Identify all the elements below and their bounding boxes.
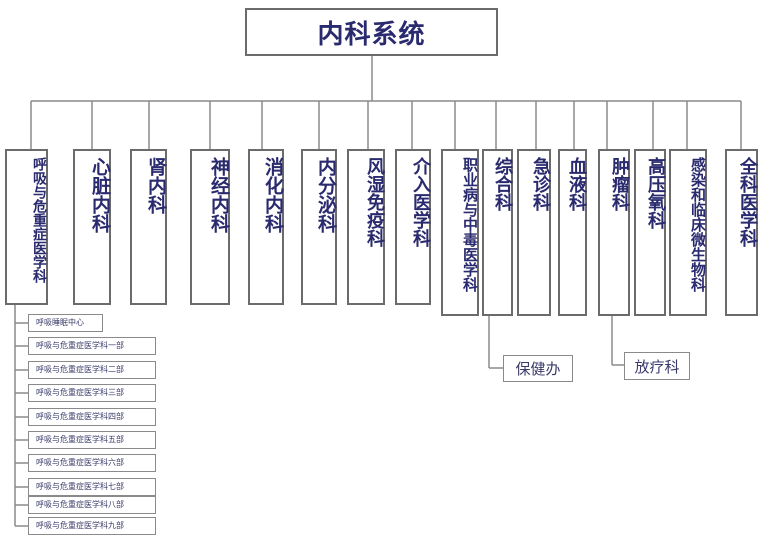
dept-box-nephro: 肾内科: [130, 149, 167, 305]
dept-box-hema: 血液科: [558, 149, 587, 316]
resp-subunit-5: 呼吸与危重症医学科四部: [28, 408, 156, 426]
onco-subunit-box: 放疗科: [624, 352, 690, 380]
dept-label-onco: 肿瘤科: [609, 157, 630, 211]
dept-label-occup: 职业病与中毒医学科: [461, 157, 479, 292]
general-subunit-box: 保健办: [503, 355, 573, 382]
resp-subunit-10: 呼吸与危重症医学科九部: [28, 517, 156, 535]
dept-label-endo: 内分泌科: [315, 157, 337, 233]
dept-box-onco: 肿瘤科: [598, 149, 630, 316]
dept-box-occup: 职业病与中毒医学科: [441, 149, 479, 316]
dept-label-cardio: 心脏内科: [89, 157, 111, 233]
dept-box-rheum: 风湿免疫科: [347, 149, 385, 305]
dept-label-infect: 感染和临床微生物科: [689, 157, 707, 292]
title-text: 内科系统: [317, 19, 426, 50]
resp-subunit-3: 呼吸与危重症医学科二部: [28, 361, 156, 379]
title-box: 内科系统: [245, 8, 498, 56]
dept-box-endo: 内分泌科: [301, 149, 337, 305]
resp-subunit-7: 呼吸与危重症医学科六部: [28, 454, 156, 472]
dept-box-resp: 呼吸与危重症医学科: [5, 149, 48, 305]
dept-label-hbo: 高压氧科: [645, 157, 666, 229]
dept-label-rheum: 风湿免疫科: [364, 157, 385, 247]
dept-box-interv: 介入医学科: [395, 149, 431, 305]
resp-subunit-4: 呼吸与危重症医学科三部: [28, 384, 156, 402]
resp-sub-ticks: [15, 322, 28, 527]
resp-subunit-8: 呼吸与危重症医学科七部: [28, 478, 156, 496]
dept-label-general: 综合科: [492, 157, 513, 211]
dept-label-gp: 全科医学科: [737, 157, 758, 247]
dept-label-resp: 呼吸与危重症医学科: [31, 157, 47, 283]
department-drop-lines: [30, 101, 742, 149]
dept-label-neuro: 神经内科: [208, 157, 230, 233]
dept-box-infect: 感染和临床微生物科: [669, 149, 707, 316]
resp-subunit-9: 呼吸与危重症医学科八部: [28, 496, 156, 514]
resp-subunit-2: 呼吸与危重症医学科一部: [28, 337, 156, 355]
dept-box-gastro: 消化内科: [248, 149, 284, 305]
dept-box-general: 综合科: [482, 149, 513, 316]
dept-label-nephro: 肾内科: [145, 157, 167, 214]
dept-label-interv: 介入医学科: [410, 157, 431, 247]
onco-subunit-label: 放疗科: [634, 357, 680, 376]
resp-subunit-6: 呼吸与危重症医学科五部: [28, 431, 156, 449]
dept-box-gp: 全科医学科: [725, 149, 758, 316]
dept-label-hema: 血液科: [566, 157, 587, 211]
resp-subunit-1: 呼吸睡眠中心: [28, 314, 103, 332]
dept-box-emerg: 急诊科: [517, 149, 551, 316]
general-subunit-label: 保健办: [515, 360, 561, 378]
dept-label-gastro: 消化内科: [262, 157, 284, 233]
dept-box-neuro: 神经内科: [190, 149, 230, 305]
dept-box-hbo: 高压氧科: [634, 149, 666, 316]
dept-box-cardio: 心脏内科: [73, 149, 111, 305]
dept-label-emerg: 急诊科: [530, 157, 551, 211]
